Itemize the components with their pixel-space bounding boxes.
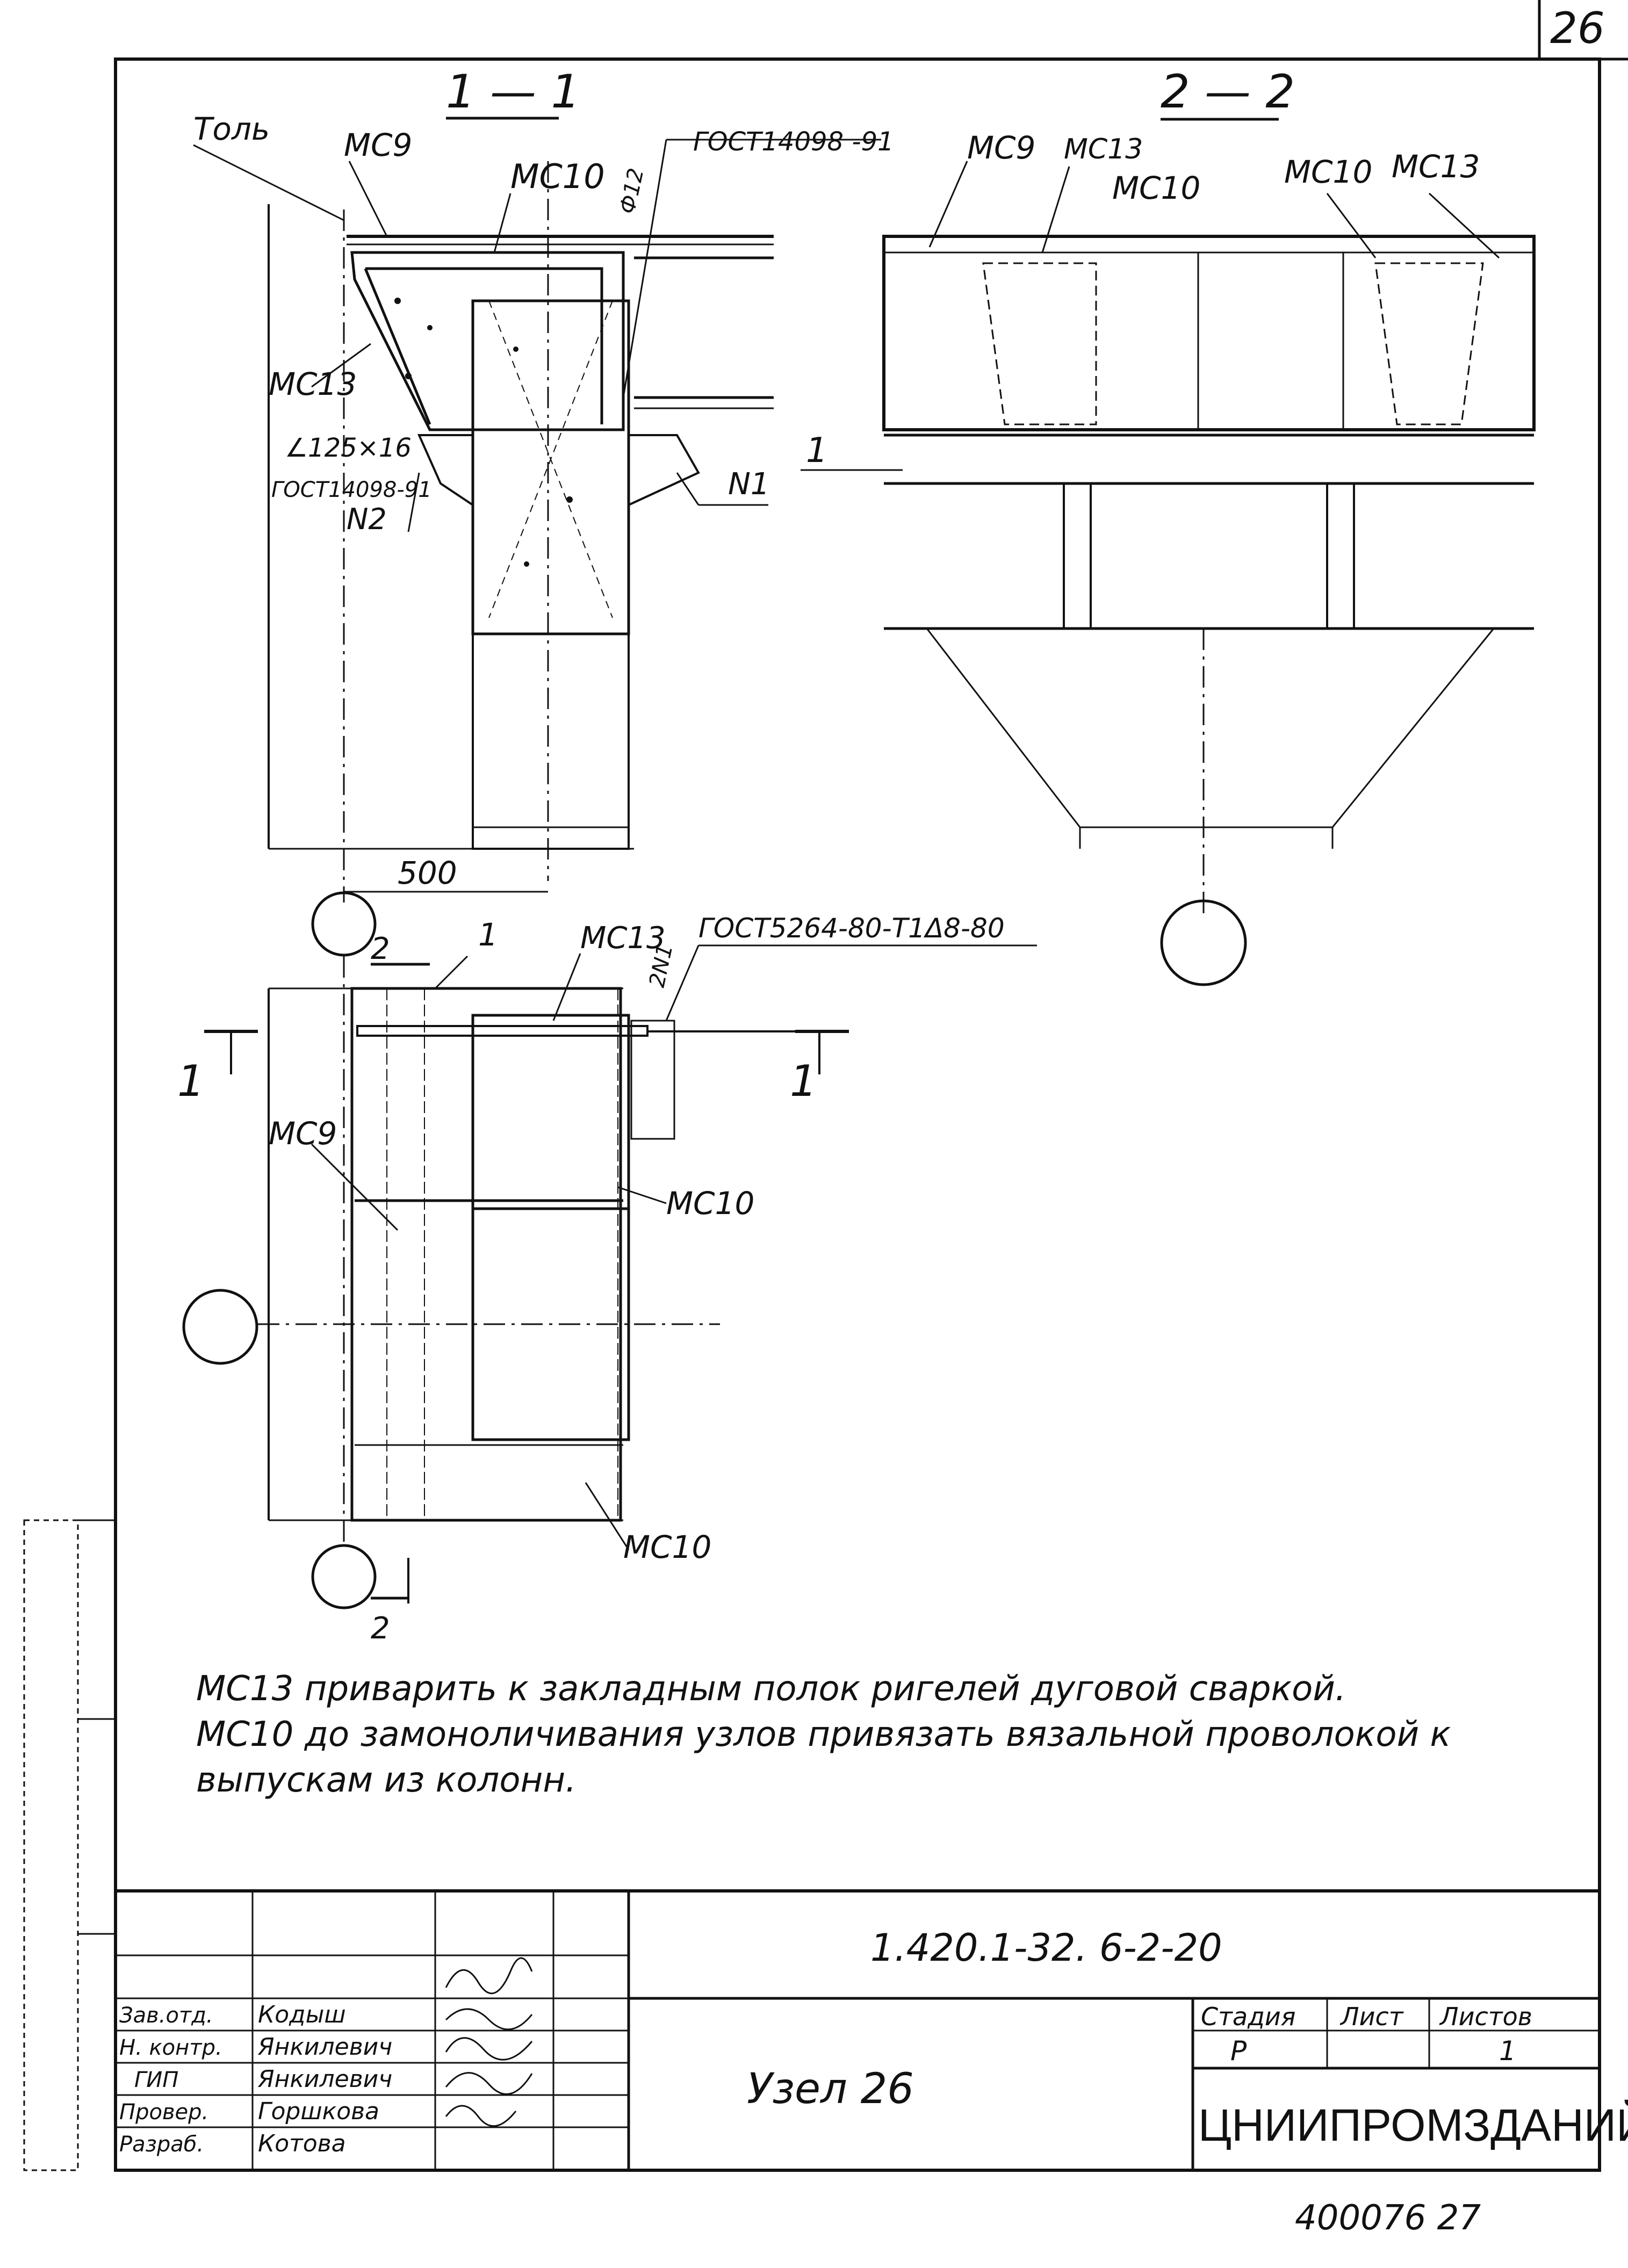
role-zav-otd: Зав.отд. [119,2003,213,2028]
note-line-1: МС13 приварить к закладным полок ригелей… [196,1669,1346,1709]
role-razrab: Разраб. [119,2132,204,2157]
plan-label-mc13: МС13 [580,921,666,956]
sheets-value: 1 [1499,2035,1516,2067]
grid-axis-bubble [1160,899,1247,986]
label-n1: N1 [728,467,770,502]
name-n-kontr: Янкилевич [257,2033,392,2061]
label-phi12: Ф12 [615,166,649,216]
label-mc13-section2-right: МС13 [1392,148,1480,185]
section-2-2-title: 2 — 2 [1161,65,1295,119]
section-1-1-title: 1 — 1 [446,65,580,119]
role-n-kontr: Н. контр. [119,2035,222,2060]
section-2-2-drawing [801,161,1536,986]
section-1-1-drawing [193,139,881,902]
stage-value: Р [1230,2035,1247,2067]
plan-view-drawing [182,891,1037,1609]
plan-label-item-1: 1 [478,916,498,953]
label-n2: N2 [347,502,387,536]
sheets-header: Листов [1439,2002,1532,2031]
label-tol: Толь [193,111,270,147]
document-designation: 1.420.1-32. 6-2-20 [870,1926,1222,1970]
label-mc10-section2-right: МС10 [1284,154,1372,190]
name-prover: Горшкова [258,2098,379,2125]
title-block [116,1889,1600,2170]
label-mc10-section1: МС10 [510,157,605,196]
label-mc9-section1: МС9 [344,127,412,163]
label-item-1-section2: 1 [806,431,828,471]
role-gip: ГИП [134,2068,178,2092]
plan-label-mc10: МС10 [666,1185,754,1222]
plan-label-mc10-bottom: МС10 [623,1529,711,1565]
label-gost14098-top: ГОСТ14098 -91 [693,127,894,157]
corner-sheet-number: 26 [1550,3,1605,53]
cut-1-right-label: 1 [790,1056,817,1106]
label-mc13-section1: МС13 [269,366,357,402]
note-line-2: МС10 до замоноличивания узлов привязать … [196,1715,1451,1754]
archive-code: 400076 27 [1295,2198,1481,2238]
plan-label-gost5264: ГОСТ5264-80-Т1Δ8-80 [698,913,1005,944]
sheet-header: Лист [1339,2002,1404,2031]
sheet-frame [23,0,1628,2172]
plan-label-mc9: МС9 [269,1115,337,1152]
cut-2-bottom-label: 2 [371,1611,390,1646]
cut-1-left-label: 1 [177,1056,205,1106]
role-prover: Провер. [119,2100,208,2125]
label-angle-125x16: ∠125×16 [285,433,412,463]
stage-header: Стадия [1201,2002,1295,2031]
cut-2-top-label: 2 [371,931,390,966]
name-gip: Янкилевич [257,2065,392,2093]
dimension-500: 500 [398,855,457,891]
label-mc10-section2: МС10 [1112,170,1200,206]
organization-name: ЦНИИПРОМЗДАНИЙ [1198,2100,1628,2150]
drawing-title: Узел 26 [747,2065,914,2113]
note-line-3: выпускам из колонн. [196,1760,577,1800]
name-zav-otd: Кодыш [258,2001,346,2028]
label-mc9-section2: МС9 [967,129,1035,166]
label-gost14098-bottom: ГОСТ14098-91 [271,478,432,502]
label-mc13-section2: МС13 [1064,133,1143,165]
name-razrab: Котова [258,2130,346,2157]
